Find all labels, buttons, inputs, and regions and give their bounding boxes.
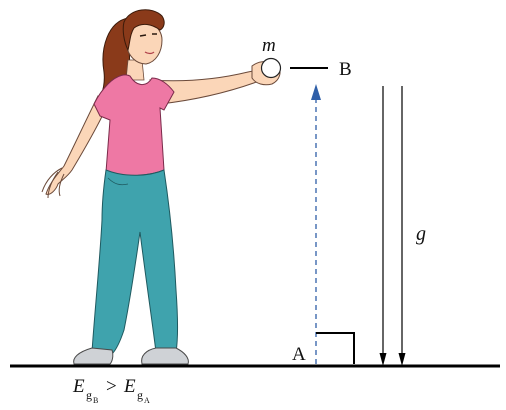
pink-shirt [93,74,175,177]
right-angle-marker [316,332,355,364]
gravity-arrowhead-1 [379,353,387,366]
ball [260,57,282,79]
eq-rhs-subsub: A [144,396,150,405]
mouth [144,51,155,55]
eyes [139,33,157,37]
jeans-pocket [107,177,129,186]
point-b-label: B [339,59,352,80]
eq-rhs-sub: g [137,388,143,402]
energy-equation: E g B > E g A [72,376,150,405]
teal-jeans [91,169,178,355]
eq-lhs-subsub: B [93,396,98,405]
left-hand [41,167,65,199]
displacement-arrowhead [311,84,321,100]
eq-lhs-symbol: E [72,376,85,397]
left-shoe [73,347,114,365]
hair-front [122,9,165,52]
eq-operator: > [106,376,117,397]
point-a-label: A [292,344,306,365]
eq-rhs-symbol: E [123,376,136,397]
gravity-arrows [379,86,406,366]
gravity-arrowhead-2 [398,353,406,366]
woman-figure [41,9,281,365]
mass-label: m [262,35,276,56]
left-arm [45,95,109,195]
right-shoe [141,347,189,365]
eq-lhs-sub: g [86,388,92,402]
gravity-label: g [416,223,426,245]
